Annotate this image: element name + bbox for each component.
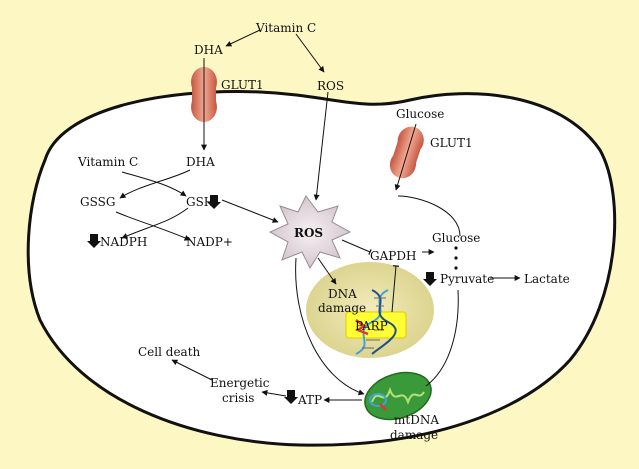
decrease-arrows (87, 195, 437, 404)
connectors (115, 29, 521, 403)
energetic-crisis-label-line1: Energetic (210, 376, 270, 390)
parp-label: PARP (355, 319, 388, 333)
pyruvate-label: Pyruvate (440, 272, 494, 286)
mitochondrion (364, 371, 432, 421)
atp-label: ATP (297, 393, 322, 407)
glut1-right-label: GLUT1 (430, 136, 473, 150)
energetic-crisis-label-line2: crisis (222, 391, 254, 405)
vitamin-c-inside-label: Vitamin C (77, 155, 138, 169)
glut1-right-transporter (389, 126, 424, 179)
lactate-label: Lactate (524, 272, 570, 286)
dna-damage-mark (355, 319, 369, 336)
ros-burst (268, 195, 352, 270)
mtdna-damage-label-line1: mtDNA (394, 413, 439, 427)
nadph-label: NADPH (100, 235, 147, 249)
cell-death-label: Cell death (138, 345, 201, 359)
glucose-inside-label: Glucose (432, 231, 480, 245)
dna-helix (355, 289, 397, 355)
dha-inside-label: DHA (186, 155, 215, 169)
glut1-left-label: GLUT1 (221, 78, 264, 92)
gssg-label: GSSG (80, 195, 115, 209)
gsh-label: GSH (186, 195, 214, 209)
ros-center-label: ROS (294, 226, 323, 240)
glucose-outside-label: Glucose (396, 107, 444, 121)
mtdna-damage-label-line2: damage (390, 428, 438, 442)
pathway-dots (454, 246, 458, 270)
ros-top-label: ROS (317, 79, 344, 93)
dha-top-label: DHA (194, 43, 223, 57)
gapdh-label: GAPDH (370, 249, 416, 263)
nadp-label: NADP+ (186, 235, 233, 249)
vitamin-c-top-label: Vitamin C (255, 21, 316, 35)
dna-damage-label-line2: damage (318, 301, 366, 315)
cell-membrane (26, 90, 617, 447)
dna-damage-label-line1: DNA (328, 287, 357, 301)
